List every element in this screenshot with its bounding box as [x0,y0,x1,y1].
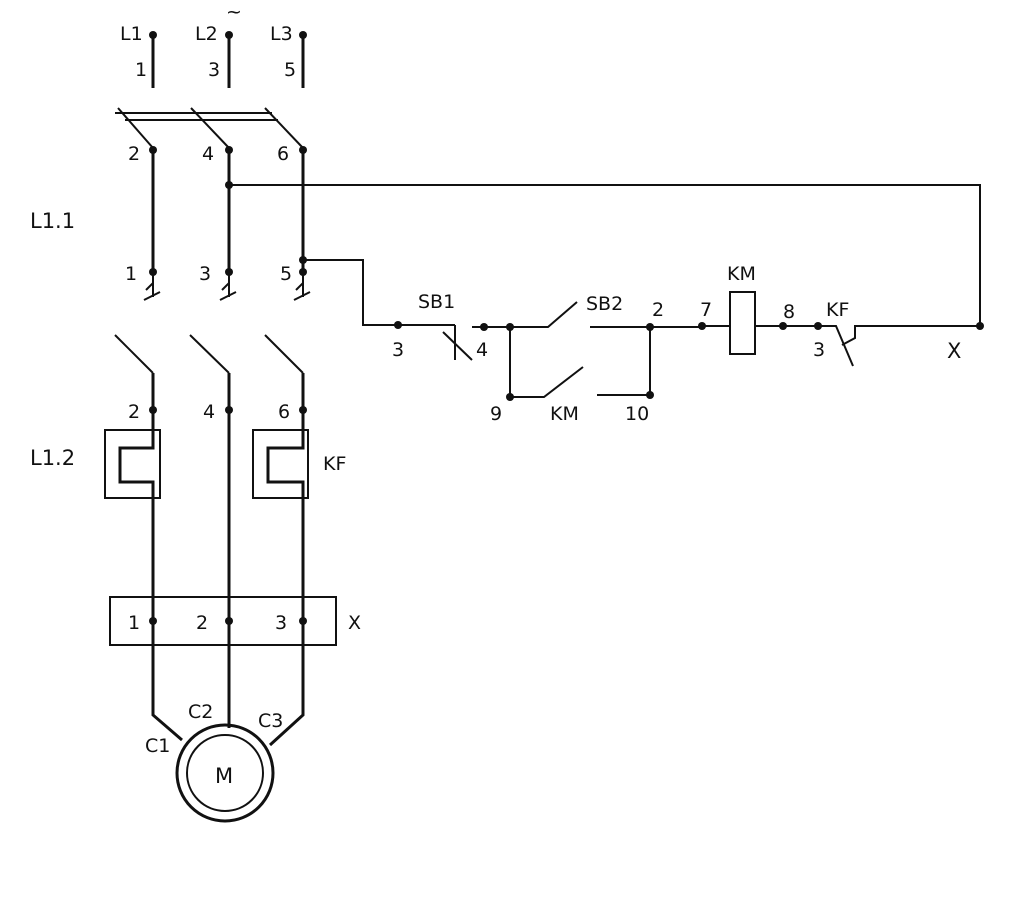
node-4-label: 4 [476,339,488,361]
motor-lead-c1 [151,621,183,742]
node-9-label: 9 [490,403,502,425]
terminal-3-label: 3 [208,59,220,81]
terminal-block-body [109,596,337,646]
node-2-label: 2 [652,299,664,321]
control-feed-wire [303,259,455,326]
switch-top-in-1: 1 [125,263,137,285]
motor-outer-circle [175,723,275,823]
node-10-label: 10 [625,403,649,425]
contactor-blade-2 [189,334,230,374]
kf-contact [818,325,980,367]
motor-c3-label: C3 [258,710,283,732]
fuse-break-3 [293,272,311,301]
thermal-relay-1 [104,429,161,499]
node-3-label: 3 [392,339,404,361]
sb1-label: SB1 [418,291,455,313]
switch-top-in-5: 5 [280,263,292,285]
phase-l2-label: L2 [195,23,218,45]
km-coil-label: KM [727,263,756,285]
motor-c2-label: C2 [188,701,213,723]
fuse-break-2 [219,272,237,301]
motor-label: M [215,764,233,788]
thermal-element-3 [266,410,305,620]
km-holding-contact [509,327,584,398]
switch-l1-2: L1.2 2 4 6 KF [30,334,346,620]
switch-blade-1 [117,107,154,149]
motor: M C1 C2 C3 [145,621,305,823]
switch-top-out-6: 6 [277,143,289,165]
control-x-label: X [947,339,961,363]
switch-l1-1-label: L1.1 [30,209,75,233]
control-circuit: 3 SB1 4 SB2 2 9 KM 10 7 KM 8 3 KF [225,181,984,425]
terminal-1-label: 1 [135,59,147,81]
sb2-label: SB2 [586,293,623,315]
terminal-block: 1 2 3 X [109,596,361,646]
node-8-label: 8 [783,301,795,323]
wire-10-to-2 [597,327,651,396]
node-3b-label: 3 [813,339,825,361]
switch-blade-2 [190,107,230,149]
contactor-out-4: 4 [203,401,215,423]
thermal-element-1 [118,410,155,620]
supply-phases: L1 L2 L3 ~ 1 3 5 [120,1,307,88]
phase-l1-label: L1 [120,23,143,45]
motor-inner-circle [186,734,264,812]
node-3 [394,321,402,329]
kf-contact-label: KF [826,299,849,321]
switch-top-in-3: 3 [199,263,211,285]
node-x [976,322,984,330]
terminal-1-label: 1 [128,612,140,634]
node-7-label: 7 [700,299,712,321]
switch-top-out-4: 4 [202,143,214,165]
contactor-out-2: 2 [128,401,140,423]
phase-l3-label: L3 [270,23,293,45]
ac-symbol: ~ [226,1,242,23]
switch-l1-1: L1.1 2 4 6 1 3 5 [30,107,311,301]
terminal-5-label: 5 [284,59,296,81]
contactor-blade-3 [264,334,304,374]
contactor-blade-1 [114,334,154,374]
wire-4-to-sb2 [472,301,578,328]
sb1-stop-button[interactable] [442,325,473,361]
switch-top-out-2: 2 [128,143,140,165]
terminal-3-label: 3 [275,612,287,634]
control-return-wire [229,184,981,325]
terminal-2-label: 2 [196,612,208,634]
km-contact-label: KM [550,403,579,425]
thermal-relay-3 [252,429,309,499]
motor-c1-label: C1 [145,735,170,757]
node-8 [779,322,787,330]
switch-l1-2-label: L1.2 [30,446,75,470]
switch-blade-3 [264,107,304,149]
contactor-out-6: 6 [278,401,290,423]
terminal-block-label: X [348,612,361,634]
motor-lead-c3 [268,621,305,747]
node-10 [646,391,654,399]
fuse-break-1 [143,272,161,301]
relay-kf-label: KF [323,453,346,475]
km-coil [729,291,756,355]
node-9 [506,393,514,401]
